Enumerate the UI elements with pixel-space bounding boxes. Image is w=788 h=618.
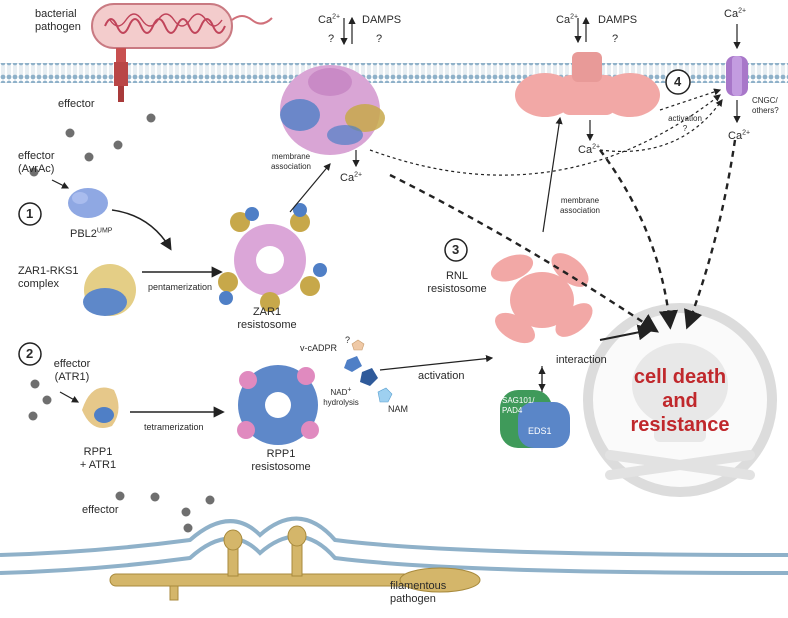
effector-molecules-3	[115, 491, 215, 533]
rpp1-icon	[82, 387, 119, 428]
damps-question-rnl: ?	[612, 33, 619, 45]
effector-label-bottom: effector	[82, 504, 119, 516]
ca-label-cngc: Ca2+	[724, 7, 747, 20]
sag101-pad4-label: SAG101/PAD4	[502, 396, 535, 415]
pentamerization-label: pentamerization	[148, 282, 213, 292]
pbl2-label: PBL2UMP	[70, 227, 113, 240]
ca-question-top: ?	[328, 33, 335, 45]
effector-molecules	[29, 113, 156, 177]
damps-label-rnl: DAMPS	[598, 14, 638, 26]
zar1-resistosome-icon	[280, 65, 385, 155]
effector-molecules-2	[28, 379, 52, 421]
step4-number: 4	[674, 74, 682, 89]
interaction-label: interaction	[556, 354, 607, 366]
rpp1-atr1-label: RPP1+ ATR1	[79, 446, 117, 471]
activation-question-label: activation?	[668, 114, 702, 133]
ca-label-rnl: Ca2+	[556, 13, 579, 26]
step1-number: 1	[26, 206, 34, 221]
rpp1-resistosome-icon	[237, 365, 319, 445]
ca-below-rnl: Ca2+	[578, 143, 601, 156]
tetramerization-label: tetramerization	[144, 422, 204, 432]
question-small: ?	[345, 335, 351, 345]
damps-question-top: ?	[376, 33, 383, 45]
step4-badge	[665, 69, 691, 95]
bacterium-icon	[91, 3, 273, 102]
cngc-channel-icon	[726, 56, 748, 96]
nad-hydrolysis-label: NAD+hydrolysis	[323, 386, 359, 407]
eds1-label: EDS1	[528, 426, 552, 436]
cngc-label: CNGC/others?	[752, 96, 779, 115]
step3-badge	[444, 238, 468, 262]
step1-badge	[18, 202, 42, 226]
effector-label-top: effector	[58, 98, 95, 110]
ca-below-zar1: Ca2+	[340, 171, 363, 184]
hypha-icon	[109, 525, 481, 601]
skull-icon	[583, 303, 777, 497]
bottom-membrane	[0, 516, 788, 557]
damps-label-top: DAMPS	[362, 14, 402, 26]
v-cadpr-icon	[344, 356, 362, 372]
step2-number: 2	[26, 346, 34, 361]
zar1-pentamer-icon	[218, 203, 327, 312]
activation-label: activation	[418, 370, 465, 382]
step3-number: 3	[452, 242, 460, 257]
nam-icon	[377, 387, 393, 403]
rnl-resistosome-icon	[490, 253, 593, 344]
effector-avrac-label: effector(AvrAc)	[18, 150, 55, 175]
effector-atr1-label: effector(ATR1)	[53, 358, 91, 383]
ca-label-top: Ca2+	[318, 13, 341, 26]
step2-badge	[18, 342, 42, 366]
v-cadpr-label: v-cADPR	[300, 343, 338, 353]
nam-label: NAM	[388, 404, 408, 414]
rnl-membrane-icon	[515, 52, 660, 117]
ca-below-cngc: Ca2+	[728, 129, 751, 142]
pbl2-icon	[68, 188, 108, 218]
eds1-sag101-icon	[500, 390, 570, 448]
zar1-rks1-icon	[83, 264, 136, 316]
